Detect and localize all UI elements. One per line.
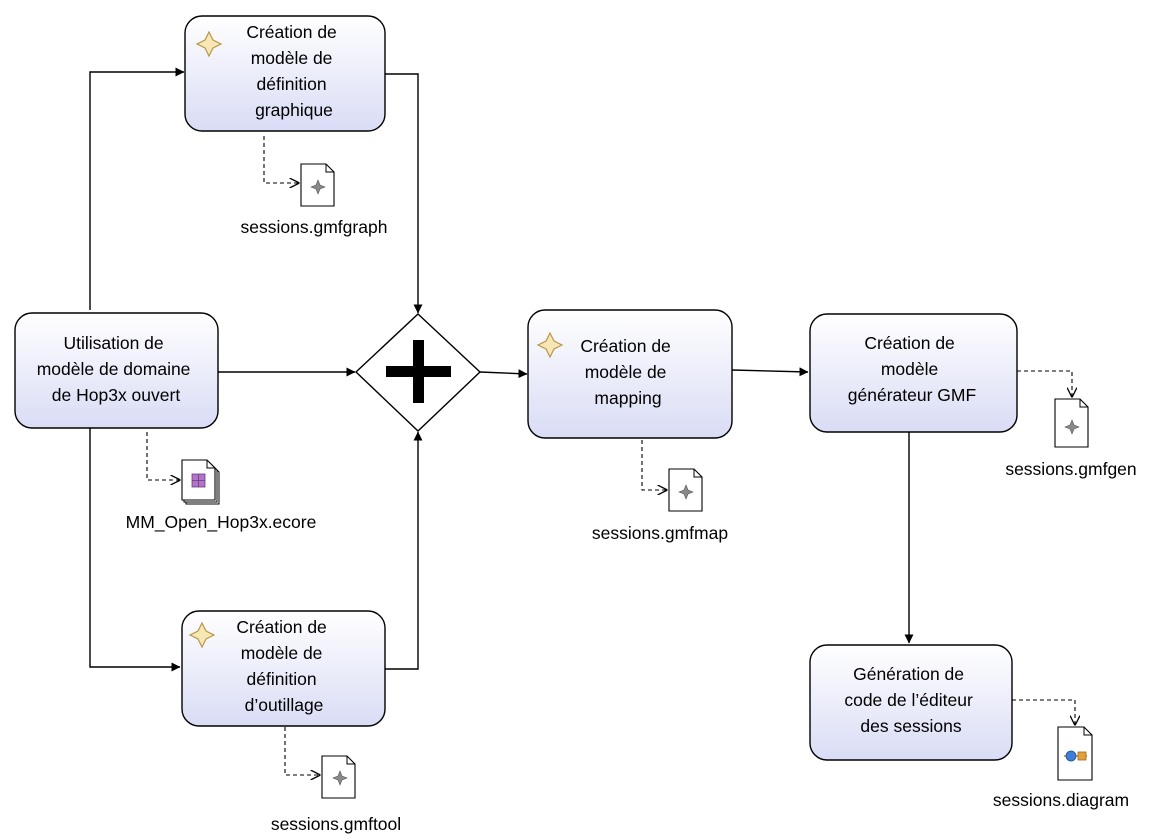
parallel-gateway[interactable] xyxy=(354,313,482,432)
model-file-icon xyxy=(300,163,335,207)
data-associations xyxy=(146,136,1075,775)
task-domain-use[interactable]: Utilisation de modèle de domaine de Hop3… xyxy=(14,312,219,429)
task-tool-def[interactable]: Création de modèle de définition d’outil… xyxy=(181,610,386,727)
task-domain-use-line-1: Utilisation de xyxy=(63,333,163,353)
flow-domain-to-tool-def xyxy=(89,425,181,672)
task-gen-model-line-3: générateur GMF xyxy=(848,385,976,405)
task-gen-model-label: Création de modèle générateur GMF xyxy=(848,333,976,405)
task-tool-def-label: Création de modèle de définition d’outil… xyxy=(236,617,331,715)
task-domain-use-line-2: modèle de domaine xyxy=(37,359,191,379)
assoc-tool-def-to-gmftool xyxy=(284,727,320,775)
star-icon xyxy=(188,621,216,649)
flow-domain-to-graph-def xyxy=(89,67,185,310)
assoc-code-gen-to-diagram xyxy=(1012,699,1075,725)
task-code-gen-line-1: Génération de xyxy=(853,664,964,684)
plus-icon xyxy=(386,340,451,403)
task-code-gen-line-2: code de l’éditeur xyxy=(844,690,973,710)
task-gen-model-line-1: Création de xyxy=(864,333,954,353)
file-gmfgraph[interactable]: sessions.gmfgraph xyxy=(241,163,388,237)
task-gen-model-line-2: modèle xyxy=(881,359,938,379)
task-graph-def[interactable]: Création de modèle de définition graphiq… xyxy=(184,15,386,132)
file-gmftool[interactable]: sessions.gmftool xyxy=(271,755,401,834)
task-domain-use-label: Utilisation de modèle de domaine de Hop3… xyxy=(37,333,196,405)
diagram-file-icon xyxy=(1057,726,1093,781)
star-icon xyxy=(536,331,564,359)
assoc-domain-to-ecore xyxy=(146,432,180,480)
file-gmftool-label: sessions.gmftool xyxy=(271,814,401,834)
model-file-icon xyxy=(1054,398,1089,448)
task-mapping[interactable]: Création de modèle de mapping xyxy=(527,309,733,439)
task-graph-def-line-2: modèle de xyxy=(251,48,333,68)
task-tool-def-line-3: définition xyxy=(247,669,317,689)
task-mapping-line-1: Création de xyxy=(580,336,670,356)
task-code-gen-line-3: des sessions xyxy=(860,716,961,736)
task-code-gen[interactable]: Génération de code de l’éditeur des sess… xyxy=(809,644,1013,761)
file-gmfgen-label: sessions.gmfgen xyxy=(1005,459,1136,479)
model-file-icon xyxy=(321,755,356,799)
flow-graph-def-to-gateway xyxy=(385,73,423,314)
assoc-gen-model-to-gmfgen xyxy=(1017,370,1072,397)
ecore-file-icon xyxy=(181,459,220,505)
assoc-graph-def-to-gmfgraph xyxy=(263,136,299,183)
file-diagram-label: sessions.diagram xyxy=(993,790,1129,810)
file-gmfmap[interactable]: sessions.gmfmap xyxy=(592,468,728,543)
task-gen-model[interactable]: Création de modèle générateur GMF xyxy=(809,313,1018,433)
task-mapping-line-2: modèle de xyxy=(585,362,667,382)
flow-tool-def-to-gateway xyxy=(385,431,423,670)
star-icon xyxy=(195,30,223,58)
file-diagram[interactable]: sessions.diagram xyxy=(993,726,1129,810)
task-domain-use-line-3: de Hop3x ouvert xyxy=(52,385,181,405)
task-graph-def-label: Création de modèle de définition graphiq… xyxy=(246,22,341,120)
model-file-icon xyxy=(668,468,703,512)
file-gmfgen[interactable]: sessions.gmfgen xyxy=(1005,398,1137,479)
task-graph-def-line-3: définition xyxy=(257,74,327,94)
file-ecore[interactable]: MM_Open_Hop3x.ecore xyxy=(126,459,317,533)
task-tool-def-line-1: Création de xyxy=(236,617,326,637)
sequence-flows xyxy=(89,67,914,672)
flow-mapping-to-gen-model xyxy=(731,367,809,377)
assoc-mapping-to-gmfmap xyxy=(641,440,667,490)
task-mapping-label: Création de modèle de mapping xyxy=(580,336,675,408)
task-graph-def-line-4: graphique xyxy=(255,100,333,120)
file-gmfgraph-label: sessions.gmfgraph xyxy=(241,217,388,237)
file-ecore-label: MM_Open_Hop3x.ecore xyxy=(126,512,317,533)
task-graph-def-line-1: Création de xyxy=(246,22,336,42)
flow-gateway-to-mapping xyxy=(479,369,528,379)
task-mapping-line-3: mapping xyxy=(594,388,661,408)
task-tool-def-line-2: modèle de xyxy=(241,643,323,663)
task-tool-def-line-4: d’outillage xyxy=(245,695,324,715)
task-code-gen-label: Génération de code de l’éditeur des sess… xyxy=(844,664,977,736)
file-gmfmap-label: sessions.gmfmap xyxy=(592,523,728,543)
